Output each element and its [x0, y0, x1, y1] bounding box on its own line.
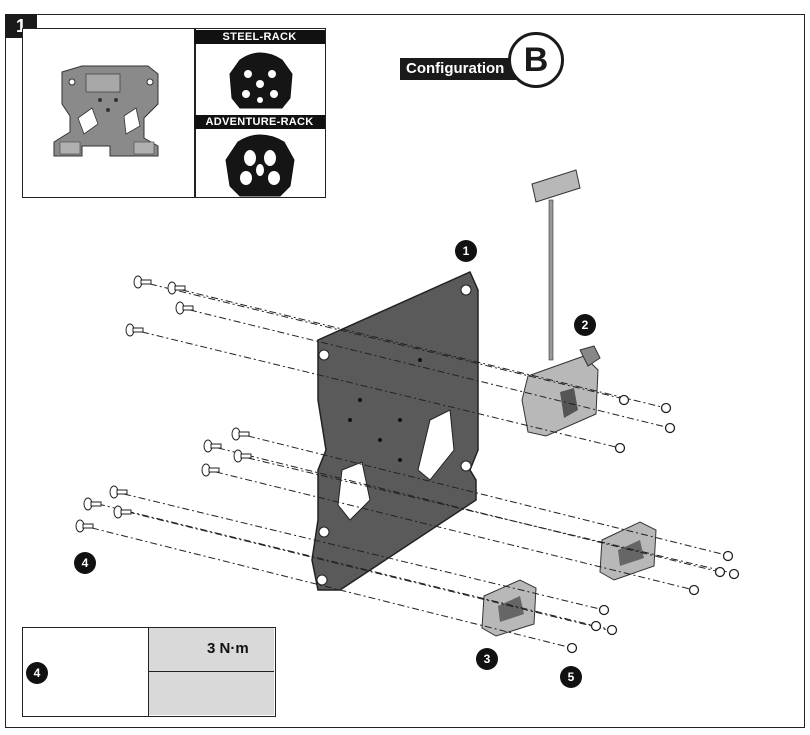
callout-5: 5	[560, 666, 582, 688]
configuration-label: Configuration	[400, 58, 521, 80]
top-bracket	[521, 169, 601, 437]
steel-rack-image	[229, 52, 293, 109]
assembly-axis-lines	[91, 283, 737, 649]
bottom-bracket	[481, 579, 537, 637]
legend-threadlocker-cell	[149, 672, 274, 715]
legend-part-cell	[23, 628, 149, 716]
legend-panel: 3 N·m	[22, 627, 276, 717]
adapter-plate	[311, 271, 479, 591]
adventure-rack-image	[225, 134, 295, 197]
inset-divider	[194, 29, 196, 197]
steel-rack-label: STEEL-RACK	[194, 30, 325, 44]
legend-part-callout: 4	[26, 662, 48, 684]
callout-4: 4	[74, 552, 96, 574]
adventure-rack-label: ADVENTURE-RACK	[194, 115, 325, 129]
legend-torque-cell: 3 N·m	[149, 628, 274, 672]
inset-plate	[53, 65, 159, 157]
screws	[75, 275, 252, 533]
nuts	[566, 394, 740, 654]
configuration-letter: B	[508, 32, 564, 88]
torque-value: 3 N·m	[207, 640, 249, 657]
callout-2: 2	[574, 314, 596, 336]
diagram-frame	[5, 14, 805, 728]
callout-3: 3	[476, 648, 498, 670]
right-bracket	[599, 521, 657, 581]
callout-1: 1	[455, 240, 477, 262]
